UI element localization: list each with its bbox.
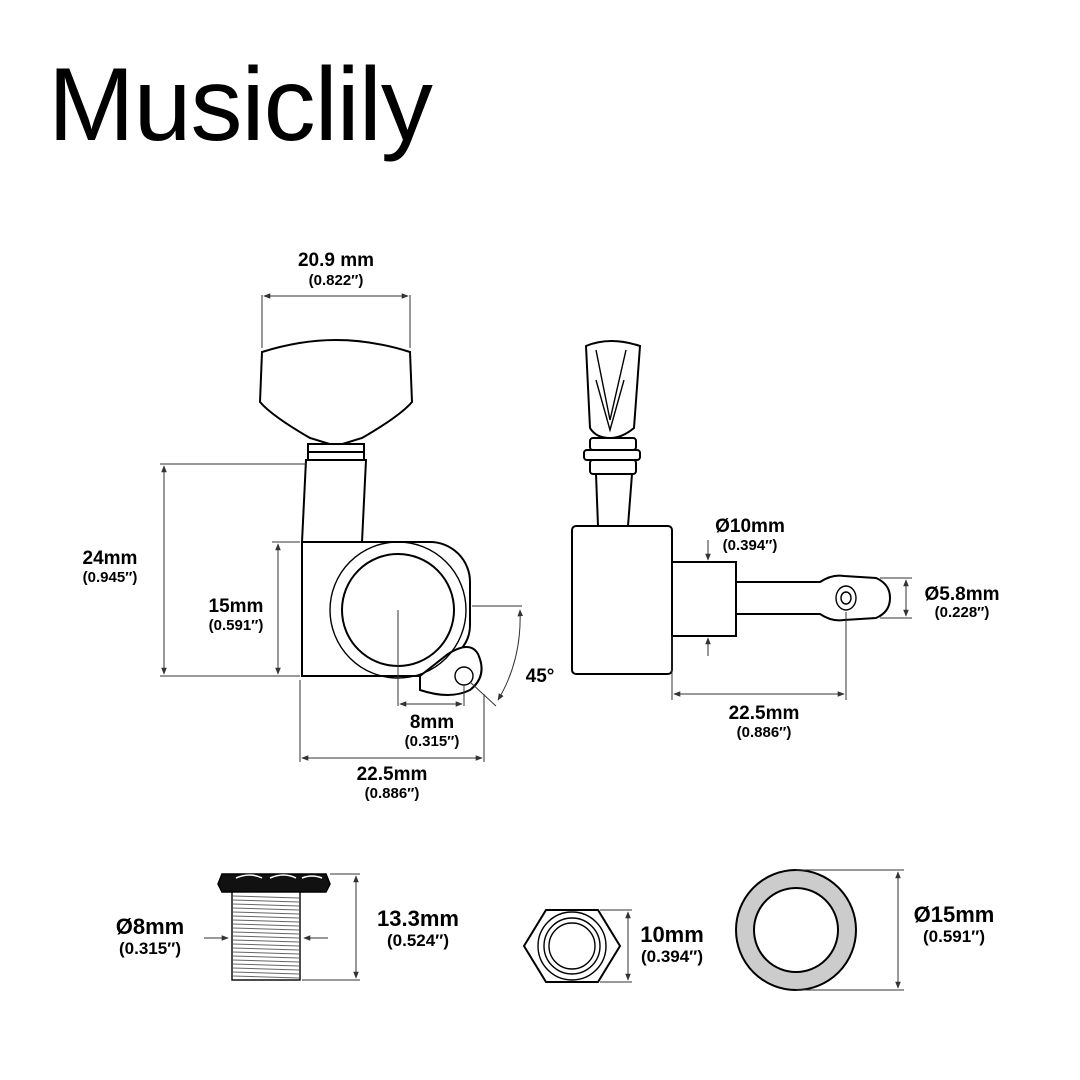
tuner-bushing-side <box>671 561 737 637</box>
thread-line <box>232 907 300 911</box>
thread-line <box>232 955 300 959</box>
button-width-metric: 20.9 mm <box>298 250 374 271</box>
screw-angle: 45° <box>526 666 555 687</box>
tuner-front-view: 20.9 mm (0.822″) 24mm (0.945″) 15mm (0.5… <box>83 250 555 802</box>
thread-line <box>232 903 300 907</box>
threaded-bushing: Ø8mm (0.315″) 13.3mm (0.524″) <box>116 873 459 981</box>
thread-line <box>232 963 300 967</box>
bushing-height-imperial: (0.524″) <box>387 931 449 950</box>
brand-title: Musiclily <box>48 47 433 163</box>
total-width-metric: 22.5mm <box>357 764 428 785</box>
post-diameter-metric: Ø5.8mm <box>925 584 1000 605</box>
thread-line <box>232 923 300 927</box>
screw-offset-imperial: (0.315″) <box>405 733 460 750</box>
housing-height-metric: 15mm <box>209 596 264 617</box>
button-side-ferrule-3 <box>589 459 637 475</box>
thread-line <box>232 927 300 931</box>
post-length-imperial: (0.886″) <box>737 724 792 741</box>
thread-diameter-metric: Ø8mm <box>116 914 184 939</box>
hex-nut: 10mm (0.394″) <box>522 909 704 983</box>
bushing-height-metric: 13.3mm <box>377 906 459 931</box>
thread-line <box>232 935 300 939</box>
tuner-shaft <box>300 459 368 543</box>
screw-hole <box>454 666 474 686</box>
total-height-imperial: (0.945″) <box>83 569 138 586</box>
washer-hole <box>753 887 839 973</box>
post-string-hole-inner <box>840 591 852 605</box>
total-height-metric: 24mm <box>83 548 138 569</box>
washer: Ø15mm (0.591″) <box>735 869 995 991</box>
thread-line <box>232 919 300 923</box>
post-length-metric: 22.5mm <box>729 703 800 724</box>
hex-nut-bore <box>548 922 596 970</box>
button-width-imperial: (0.822″) <box>309 272 364 289</box>
total-width-imperial: (0.886″) <box>365 785 420 802</box>
tuner-side-view: Ø10mm (0.394″) Ø5.8mm (0.228″) 22.5mm (0… <box>571 340 1000 741</box>
thread-line <box>232 915 300 919</box>
tuner-button-side <box>584 340 642 440</box>
thread-line <box>232 911 300 915</box>
post-diameter-imperial: (0.228″) <box>935 604 990 621</box>
button-side-ferrule-2 <box>583 449 641 461</box>
washer-diameter-imperial: (0.591″) <box>923 927 985 946</box>
thread-line <box>232 967 300 971</box>
hex-nut-bevel <box>537 911 607 981</box>
thread-line <box>232 939 300 943</box>
tuner-shaft-side <box>594 473 634 527</box>
thread-line <box>232 975 300 979</box>
hex-nut-size-metric: 10mm <box>640 922 704 947</box>
bushing-diameter-imperial: (0.394″) <box>723 537 778 554</box>
tuner-button <box>258 338 414 448</box>
thread-line <box>232 959 300 963</box>
tuner-housing-side <box>571 525 673 675</box>
thread-line <box>232 931 300 935</box>
button-ferrule-2 <box>307 451 365 461</box>
screw-offset-metric: 8mm <box>410 712 454 733</box>
housing-height-imperial: (0.591″) <box>209 617 264 634</box>
thread-line <box>232 947 300 951</box>
hex-nut-outline <box>522 909 622 983</box>
hex-nut-inner-ring <box>543 917 601 975</box>
thread-line <box>232 951 300 955</box>
thread-line <box>232 943 300 947</box>
button-side-ferrule <box>589 437 637 451</box>
thread-line <box>232 895 300 899</box>
hex-nut-size-imperial: (0.394″) <box>641 947 703 966</box>
washer-diameter-metric: Ø15mm <box>914 902 995 927</box>
thread-line <box>232 971 300 975</box>
button-ferrule <box>307 443 365 453</box>
bushing-head <box>217 873 331 893</box>
thread-line <box>232 899 300 903</box>
thread-diameter-imperial: (0.315″) <box>119 939 181 958</box>
tuner-post <box>735 574 892 622</box>
bushing-diameter-metric: Ø10mm <box>715 516 785 537</box>
